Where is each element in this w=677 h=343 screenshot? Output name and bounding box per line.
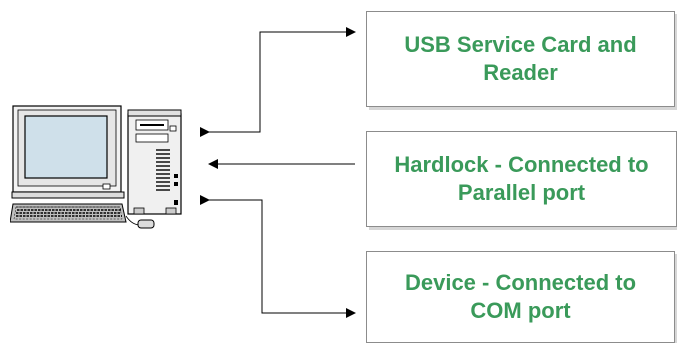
- device-box: Device - Connected to COM port: [366, 251, 675, 343]
- hardlock-label: Hardlock - Connected to Parallel port: [394, 152, 649, 205]
- usb-service-card-label: USB Service Card and Reader: [404, 32, 637, 85]
- keyboard-icon: [10, 203, 147, 226]
- tower-icon: [127, 109, 182, 215]
- usb-service-card-box: USB Service Card and Reader: [366, 11, 675, 107]
- mouse-icon: [137, 219, 155, 229]
- device-label: Device - Connected to COM port: [404, 270, 637, 323]
- monitor-icon: [11, 105, 125, 199]
- device-connector-line: [200, 195, 356, 318]
- usb-connector-line: [200, 27, 356, 137]
- desktop-computer-icon: [10, 105, 182, 229]
- hardlock-box: Hardlock - Connected to Parallel port: [366, 131, 677, 227]
